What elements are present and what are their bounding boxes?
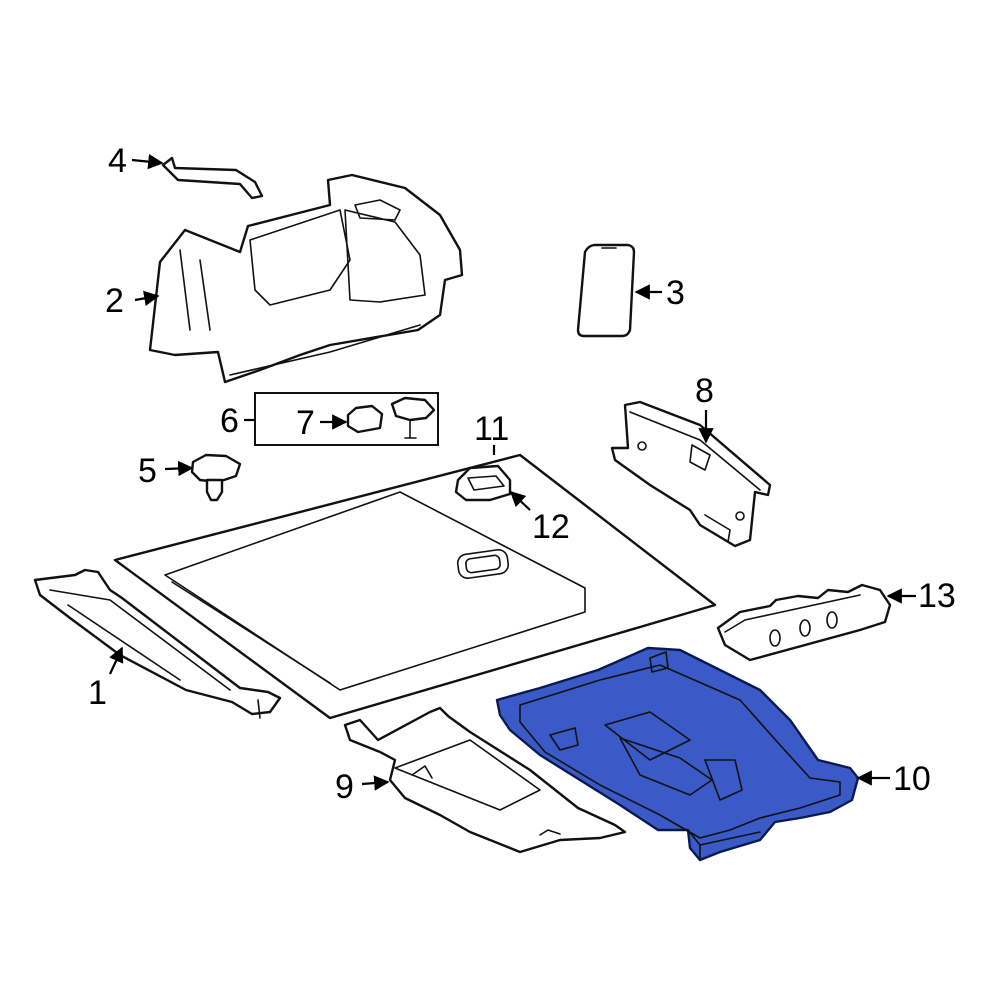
part-3-cover[interactable] xyxy=(576,243,636,338)
callout-7: 7 xyxy=(296,404,315,442)
part-9-floor-cover[interactable] xyxy=(343,706,627,854)
part-7-clips[interactable] xyxy=(346,396,436,439)
callout-13: 13 xyxy=(918,577,956,615)
part-8-sill-trim[interactable] xyxy=(610,400,772,548)
callout-labels: 4 2 3 6 7 5 8 11 12 13 1 9 10 xyxy=(88,142,956,806)
part-4-bracket[interactable] xyxy=(161,156,264,200)
callout-2: 2 xyxy=(105,282,124,320)
callout-12: 12 xyxy=(532,508,570,546)
callout-3: 3 xyxy=(666,274,685,312)
part-5-clip[interactable] xyxy=(190,453,242,502)
callout-5: 5 xyxy=(138,452,157,490)
callout-11: 11 xyxy=(474,410,509,448)
callout-9: 9 xyxy=(335,768,354,806)
leader-lines xyxy=(109,153,916,791)
callout-8: 8 xyxy=(695,372,714,410)
callout-4: 4 xyxy=(108,142,127,180)
callout-10: 10 xyxy=(893,760,931,798)
callout-6: 6 xyxy=(220,402,239,440)
part-13-foam-block[interactable] xyxy=(716,583,892,662)
callout-1: 1 xyxy=(88,674,107,712)
part-2-side-trim-panel[interactable] xyxy=(148,173,464,384)
part-11-floor-mat[interactable] xyxy=(113,453,717,720)
part-1-sill-plate[interactable] xyxy=(33,568,282,719)
part-10-storage-tray[interactable] xyxy=(495,646,860,862)
